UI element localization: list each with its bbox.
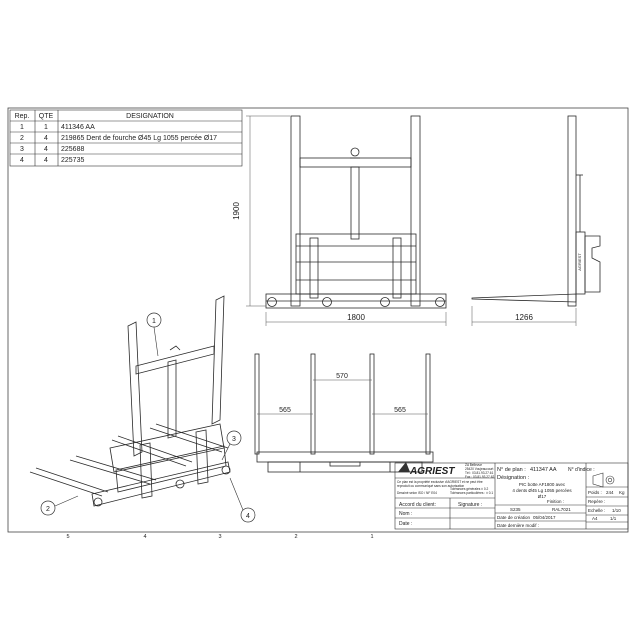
bom-header-qte: QTE [39, 113, 54, 120]
dimension-depth: 1266 [515, 313, 533, 322]
balloon-3: 3 [221, 430, 242, 461]
side-view-logo-mark: AGRIEST [577, 253, 582, 271]
bom-row-2-designation: 219865 Dent de fourche Ø45 Lg 1055 percé… [61, 135, 217, 142]
bom-row-4-qte: 4 [44, 157, 48, 164]
creation-date: 05/04/2017 [533, 515, 556, 520]
last-modified-label: Date dernière modif : [497, 523, 539, 528]
bom-row-3-qte: 4 [44, 146, 48, 153]
plan-number-label: N° de plan : [497, 467, 526, 473]
poids-value: 244 [606, 490, 614, 495]
date-label: Date : [399, 521, 412, 527]
designation-line-3: Ø17 [538, 494, 547, 499]
company-line-3: Tél : 03.81.93.27.61 [465, 471, 494, 475]
side-view-dimension-lines [471, 306, 577, 326]
isometric-view [29, 295, 231, 507]
dimension-left-spacing: 565 [279, 407, 291, 414]
bom-row-1-rep: 1 [20, 124, 24, 131]
drawing-frame [7, 107, 629, 533]
poids-unit: Kg [619, 490, 625, 495]
top-view-dimension-lines [257, 379, 428, 415]
designation-label: Désignation : [497, 475, 530, 481]
zone-marker-1: 1 [370, 534, 373, 540]
repere-label: Repère : [588, 499, 605, 504]
bom-row-3-rep: 3 [20, 146, 24, 153]
bom-row-2-rep: 2 [20, 135, 24, 142]
echelle-value: 1/10 [612, 508, 621, 513]
balloon-4-label: 4 [246, 513, 250, 520]
zone-marker-5: 5 [66, 534, 69, 540]
page-number: 1/1 [610, 516, 617, 521]
side-view [471, 115, 601, 307]
company-line-2: 25420 Voujeaucourt [465, 467, 493, 471]
front-view-dimension-lines [246, 115, 447, 326]
bom-row-2-qte: 4 [44, 135, 48, 142]
dimension-height: 1900 [232, 202, 241, 220]
notice-line-1: Ce plan est la propriété exclusive d'AGR… [397, 480, 483, 484]
balloon-2: 2 [40, 495, 79, 516]
indice-label: N° d'indice : [568, 467, 595, 473]
company-line-1: ZA Bellevue [465, 463, 482, 467]
bom-header-designation: DESIGNATION [126, 113, 174, 120]
dimension-width: 1800 [347, 313, 365, 322]
top-view [254, 353, 434, 473]
sheet-format: A4 [592, 516, 598, 521]
bom-row-1-designation: 411346 AA [61, 124, 95, 131]
bom-row-3-designation: 225688 [61, 146, 84, 153]
finition-value: RAL7021 [552, 507, 571, 512]
designation-line-1: PIC botte AF1800 avec [519, 482, 566, 487]
doc-reference: Dessiné selon ISO / NF E04 [397, 491, 437, 495]
dimension-right-spacing: 565 [394, 407, 406, 414]
nom-label: Nom : [399, 511, 412, 517]
balloon-1-label: 1 [152, 318, 156, 325]
logo-text: AGRIEST [409, 466, 455, 477]
accord-label: Accord du client: [399, 502, 436, 508]
creation-date-label: Date de création [497, 515, 531, 520]
designation-line-2: 4 dents Ø45 Lg 1055 percées [512, 488, 572, 493]
zone-marker-2: 2 [294, 534, 297, 540]
bom-row-4-designation: 225735 [61, 157, 84, 164]
tolerance-line-2: Tolérances particulières : ± 0.1 [450, 491, 493, 495]
dimension-center-spacing: 570 [336, 373, 348, 380]
finition-label: Finition : [547, 499, 564, 504]
bom-row-1-qte: 1 [44, 124, 48, 131]
balloon-1: 1 [146, 312, 162, 357]
bom-header-rep: Rep. [15, 113, 30, 120]
signature-label: Signature : [458, 502, 482, 508]
balloon-3-label: 3 [232, 436, 236, 443]
poids-label: Poids : [588, 490, 602, 495]
echelle-label: Echelle : [588, 508, 605, 513]
balloon-2-label: 2 [46, 506, 50, 513]
matiere-value: S235 [510, 507, 521, 512]
front-view [265, 115, 447, 309]
balloon-4: 4 [229, 477, 256, 523]
tolerance-line-1: Tolérances générales ± 0.2 [450, 487, 488, 491]
plan-number: 411347 AA [530, 467, 557, 473]
agriest-logo: AGRIEST [398, 462, 455, 477]
bill-of-materials [9, 109, 243, 167]
notice-line-2: reproduit ou communiqué sans son autoris… [397, 484, 464, 488]
zone-marker-4: 4 [143, 534, 146, 540]
zone-marker-3: 3 [218, 534, 221, 540]
bom-row-4-rep: 4 [20, 157, 24, 164]
company-line-4: Fax : 03.81.93.27.62 [465, 475, 494, 479]
title-block-grid [394, 462, 629, 530]
